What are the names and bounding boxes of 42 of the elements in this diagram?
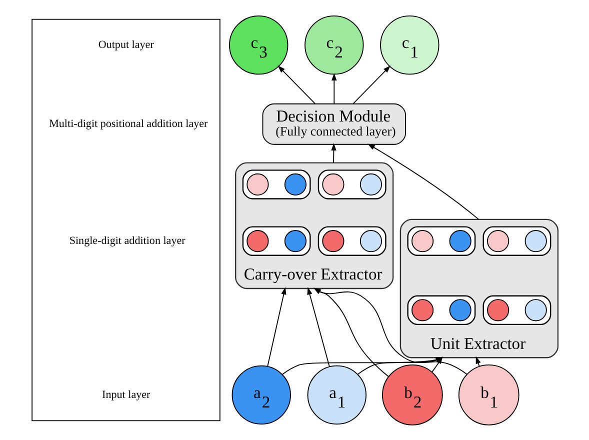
arrow (306, 287, 330, 367)
cluster (482, 295, 551, 326)
node-circle (246, 230, 268, 252)
node-circle (359, 230, 382, 252)
node-text: Multi-digit positional addition layer (48, 118, 208, 130)
cluster (31, 18, 220, 422)
cluster: Unit Extractor (399, 218, 558, 358)
node-circle (486, 230, 509, 252)
node-text: Single-digit addition layer (68, 234, 185, 247)
node-text: Input layer (102, 388, 150, 401)
cluster (242, 170, 310, 200)
node-circle (448, 299, 471, 322)
arrow (277, 66, 316, 104)
arrow (331, 73, 336, 104)
cluster (482, 226, 551, 256)
cluster (406, 226, 476, 256)
node-circle (411, 299, 434, 322)
cluster (317, 226, 386, 256)
cluster (242, 226, 310, 256)
arrow (352, 66, 390, 104)
node-circle (411, 230, 434, 252)
node-circle (322, 173, 344, 196)
node-circle (322, 230, 344, 252)
node-circle (448, 230, 471, 252)
node-box: Decision Module (Fully connected layer) (262, 103, 406, 145)
cluster: Carry-over Extractor (234, 162, 394, 290)
arrow (367, 144, 479, 220)
node-circle (486, 299, 509, 322)
arrow (266, 287, 286, 367)
arrow (313, 288, 388, 377)
cluster (317, 170, 386, 200)
arrow (313, 288, 467, 375)
node-circle (359, 173, 382, 196)
node-circle (284, 230, 306, 252)
arrow (330, 143, 336, 164)
arrow (475, 356, 480, 367)
node-circle (284, 173, 306, 196)
node-circle (246, 173, 268, 196)
node-circle (524, 299, 546, 322)
cluster (406, 295, 476, 326)
node-text: Output layer (98, 38, 154, 51)
node-circle (524, 230, 546, 252)
